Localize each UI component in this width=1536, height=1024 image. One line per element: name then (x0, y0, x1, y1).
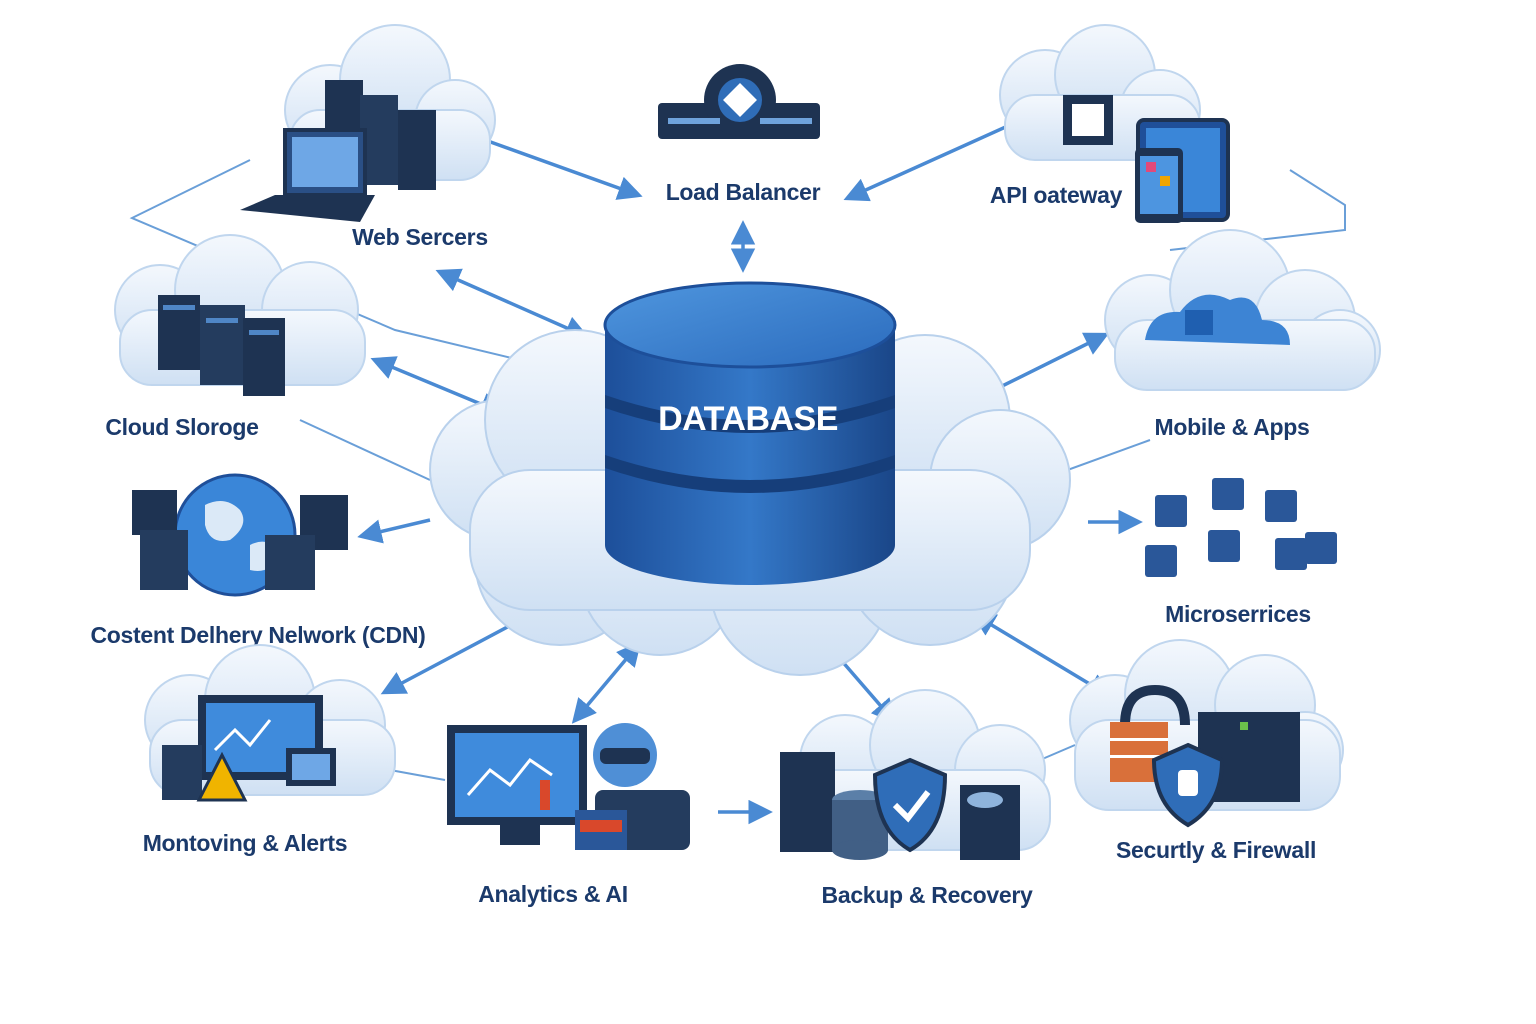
arrow-api-lb (843, 123, 1011, 202)
web-servers-label: Web Sercers (352, 224, 488, 250)
security-node[interactable]: Securtly & Firewall (1069, 639, 1344, 863)
shield-check-icon (780, 752, 1020, 860)
monitoring-label: Montoving & Alerts (143, 830, 348, 856)
arrow-web-db (435, 268, 590, 340)
backup-node[interactable]: Backup & Recovery (780, 689, 1051, 908)
microservices-node[interactable]: Microserrices (1145, 478, 1337, 627)
mobile-apps-node[interactable]: Mobile & Apps (1104, 229, 1381, 440)
microservices-label: Microserrices (1165, 601, 1311, 627)
network-switch-icon (658, 64, 820, 139)
arrow-db-security (970, 612, 1113, 698)
cloud-storage-node[interactable]: Cloud Slorоge (105, 234, 366, 440)
web-servers-node[interactable]: Web Sercers (240, 24, 496, 250)
line-security (1039, 744, 1076, 761)
line-monitoring (389, 769, 446, 781)
api-gateway-label: API oateway (990, 182, 1123, 208)
globe-server-icon (132, 473, 348, 597)
monitor-alert-icon (162, 695, 336, 802)
cdn-node[interactable]: Costent Delhery Nelwork (CDN) (90, 473, 426, 648)
arrow-db-analytics (571, 641, 642, 724)
mobile-apps-label: Mobile & Apps (1155, 414, 1310, 440)
security-label: Securtly & Firewall (1116, 837, 1316, 863)
cdn-label: Costent Delhery Nelwork (CDN) (90, 622, 425, 648)
arrow-web-lb (484, 138, 643, 200)
server-rack-laptop-icon (240, 80, 436, 222)
analytics-label: Analytics & AI (478, 881, 628, 907)
monitoring-node[interactable]: Montoving & Alerts (143, 644, 396, 856)
load-balancer-label: Load Balancer (666, 179, 821, 205)
database-label: DATABASE (658, 400, 838, 438)
lock-firewall-icon (1110, 684, 1300, 828)
cloud-storage-label: Cloud Slorоge (105, 414, 258, 440)
backup-label: Backup & Recovery (822, 882, 1033, 908)
storage-server-icon (158, 295, 285, 396)
api-gateway-node[interactable]: API oateway (990, 24, 1230, 223)
cubes-icon (1145, 478, 1337, 577)
chart-robot-icon (447, 723, 690, 850)
arrows (357, 123, 1143, 825)
arrow-db-monitor (380, 612, 535, 695)
arrow-db-cdn (357, 518, 431, 544)
database-cylinder: DATABASE (603, 281, 897, 585)
line-storage-to-db (299, 419, 431, 481)
load-balancer-node[interactable]: Load Balancer (658, 64, 821, 205)
chip-tablet-icon (1063, 95, 1230, 223)
analytics-node[interactable]: Analytics & AI (447, 723, 690, 907)
cloud-app-icon (1145, 294, 1290, 345)
